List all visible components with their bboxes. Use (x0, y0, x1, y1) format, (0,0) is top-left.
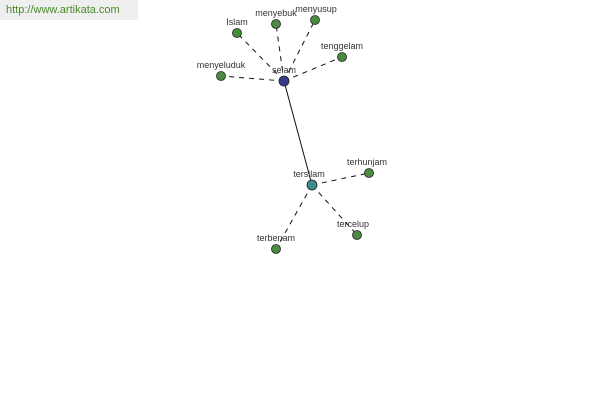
node-circle-terhunjam[interactable] (364, 168, 374, 178)
node-label-menyeluduk: menyeluduk (197, 60, 246, 70)
node-label-terbenam: terbenam (257, 233, 295, 243)
node-menyebuk[interactable]: menyebuk (255, 8, 297, 29)
node-terhunjam[interactable]: terhunjam (347, 157, 387, 178)
edge-selam-menyusup (283, 19, 316, 82)
watermark-text: http://www.artikata.com (6, 4, 120, 16)
node-terbenam[interactable]: terbenam (257, 233, 295, 254)
node-label-selam: selam (272, 65, 296, 75)
edge-tersilam-terbenam (275, 184, 313, 250)
node-tercelup[interactable]: tercelup (337, 219, 369, 240)
node-islam[interactable]: Islam (226, 17, 248, 38)
watermark-banner: http://www.artikata.com (0, 0, 138, 20)
node-circle-menyebuk[interactable] (271, 19, 281, 29)
node-tersilam[interactable]: tersilam (293, 169, 325, 191)
node-label-islam: Islam (226, 17, 248, 27)
node-label-tercelup: tercelup (337, 219, 369, 229)
node-circle-tercelup[interactable] (352, 230, 362, 240)
node-label-terhunjam: terhunjam (347, 157, 387, 167)
node-label-tenggelam: tenggelam (321, 41, 363, 51)
edge-tersilam-tercelup (311, 184, 358, 236)
node-selam[interactable]: selam (272, 65, 296, 87)
node-circle-tersilam[interactable] (306, 179, 318, 191)
edge-layer (220, 19, 370, 250)
node-circle-tenggelam[interactable] (337, 52, 347, 62)
node-circle-islam[interactable] (232, 28, 242, 38)
node-menyusup[interactable]: menyusup (295, 4, 337, 25)
node-tenggelam[interactable]: tenggelam (321, 41, 363, 62)
node-menyeluduk[interactable]: menyeluduk (197, 60, 246, 81)
edge-selam-tenggelam (283, 56, 343, 82)
edge-selam-tersilam (283, 80, 313, 186)
edge-selam-menyeluduk (220, 75, 285, 82)
node-circle-terbenam[interactable] (271, 244, 281, 254)
node-label-menyebuk: menyebuk (255, 8, 297, 18)
node-circle-menyusup[interactable] (310, 15, 320, 25)
node-circle-selam[interactable] (278, 75, 290, 87)
edge-selam-islam (236, 32, 285, 82)
node-label-tersilam: tersilam (293, 169, 325, 179)
node-label-menyusup: menyusup (295, 4, 337, 14)
node-circle-menyeluduk[interactable] (216, 71, 226, 81)
